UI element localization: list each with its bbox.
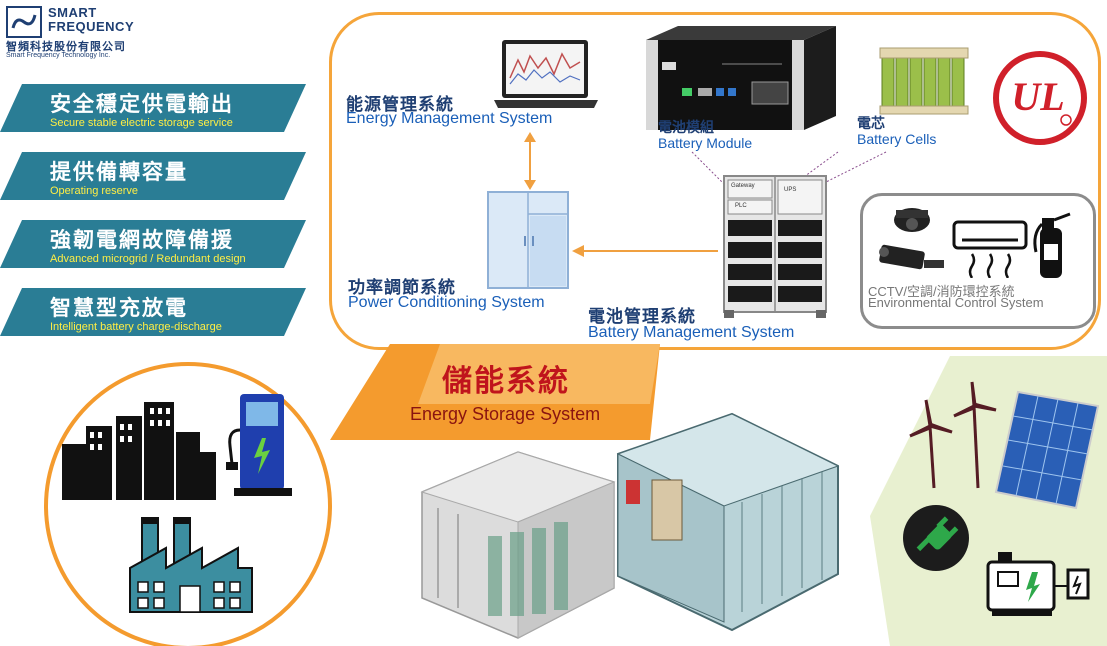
- battery-cells-icon: [879, 47, 969, 115]
- feature-title-en: Operating reserve: [50, 185, 139, 197]
- rack-label-ups: UPS: [784, 187, 797, 193]
- feature-operating-reserve: 提供備轉容量 Operating reserve: [0, 152, 310, 200]
- center-title-zh: 儲能系統: [442, 365, 570, 398]
- feature-title-en: Advanced microgrid / Redundant design: [50, 253, 246, 265]
- rack-label-plc: PLC: [735, 203, 747, 209]
- company-name-en: SMART FREQUENCY: [48, 5, 135, 34]
- green-plug-icon: [903, 505, 969, 571]
- ev-charger-icon: [226, 394, 292, 496]
- feature-secure-supply: 安全穩定供電輸出 Secure stable electric storage …: [0, 84, 310, 132]
- laptop-icon: [494, 40, 598, 108]
- ems-label-zh: 能源管理系統: [346, 95, 454, 114]
- feature-title-zh: 安全穩定供電輸出: [50, 93, 234, 116]
- center-title-en: Energy Storage System: [410, 404, 601, 424]
- module-label-zh: 電池模組: [658, 119, 714, 135]
- pcs-cabinet-icon: [487, 191, 569, 289]
- factory-icon: [129, 517, 253, 613]
- env-label-zh: CCTV/空調/消防環控系統: [868, 284, 1015, 299]
- air-conditioner-icon: [952, 220, 1028, 278]
- ul-certification-icon: UL: [993, 51, 1087, 145]
- company-subtitle: Smart Frequency Technology Inc.: [6, 52, 111, 59]
- feature-banner-shape: [0, 288, 306, 336]
- rack-label-gateway: Gateway: [731, 183, 755, 189]
- pcs-label-zh: 功率調節系統: [348, 278, 456, 297]
- cells-label-zh: 電芯: [857, 115, 885, 131]
- ems-pcs-arrow-icon: [524, 132, 536, 190]
- battery-module-icon: [646, 26, 836, 130]
- city-buildings-icon: [62, 402, 216, 500]
- feature-title-zh: 強韌電網故障備援: [50, 229, 234, 252]
- feature-banner-shape: [0, 152, 306, 200]
- pcs-label-en: Power Conditioning System: [348, 294, 545, 311]
- bms-label-en: Battery Management System: [588, 324, 795, 341]
- feature-microgrid-backup: 強韌電網故障備援 Advanced microgrid / Redundant …: [0, 220, 310, 268]
- wind-turbine-icon: [909, 381, 997, 489]
- ems-label-en: Energy Management System: [346, 110, 553, 127]
- fire-extinguisher-icon: [1033, 212, 1071, 278]
- bms-rack-icon: [723, 175, 827, 318]
- generator-icon: [986, 552, 1090, 616]
- company-name-zh: 智頻科技股份有限公司: [6, 41, 126, 53]
- bms-label-zh: 電池管理系統: [588, 307, 696, 326]
- bms-pcs-arrow-icon: [572, 245, 718, 257]
- cells-label-en: Battery Cells: [857, 131, 937, 147]
- enclosed-battery-container-icon: [616, 412, 840, 632]
- solar-panel-icon: [994, 390, 1100, 510]
- feature-title-en: Secure stable electric storage service: [50, 117, 233, 129]
- feature-title-zh: 智慧型充放電: [50, 297, 188, 320]
- ul-mark-text: UL: [1011, 74, 1064, 119]
- company-logo-icon: [6, 6, 42, 38]
- feature-banner-shape: [0, 220, 306, 268]
- feature-smart-charging: 智慧型充放電 Intelligent battery charge-discha…: [0, 288, 310, 336]
- open-battery-container-icon: [420, 451, 616, 639]
- module-label-en: Battery Module: [658, 135, 753, 151]
- cctv-camera-icon: [879, 208, 944, 270]
- feature-title-en: Intelligent battery charge-discharge: [50, 321, 222, 333]
- feature-title-zh: 提供備轉容量: [50, 161, 188, 184]
- env-label-en: Environmental Control System: [868, 295, 1044, 310]
- feature-banner-shape: [0, 84, 306, 132]
- center-banner-shape: [330, 344, 660, 440]
